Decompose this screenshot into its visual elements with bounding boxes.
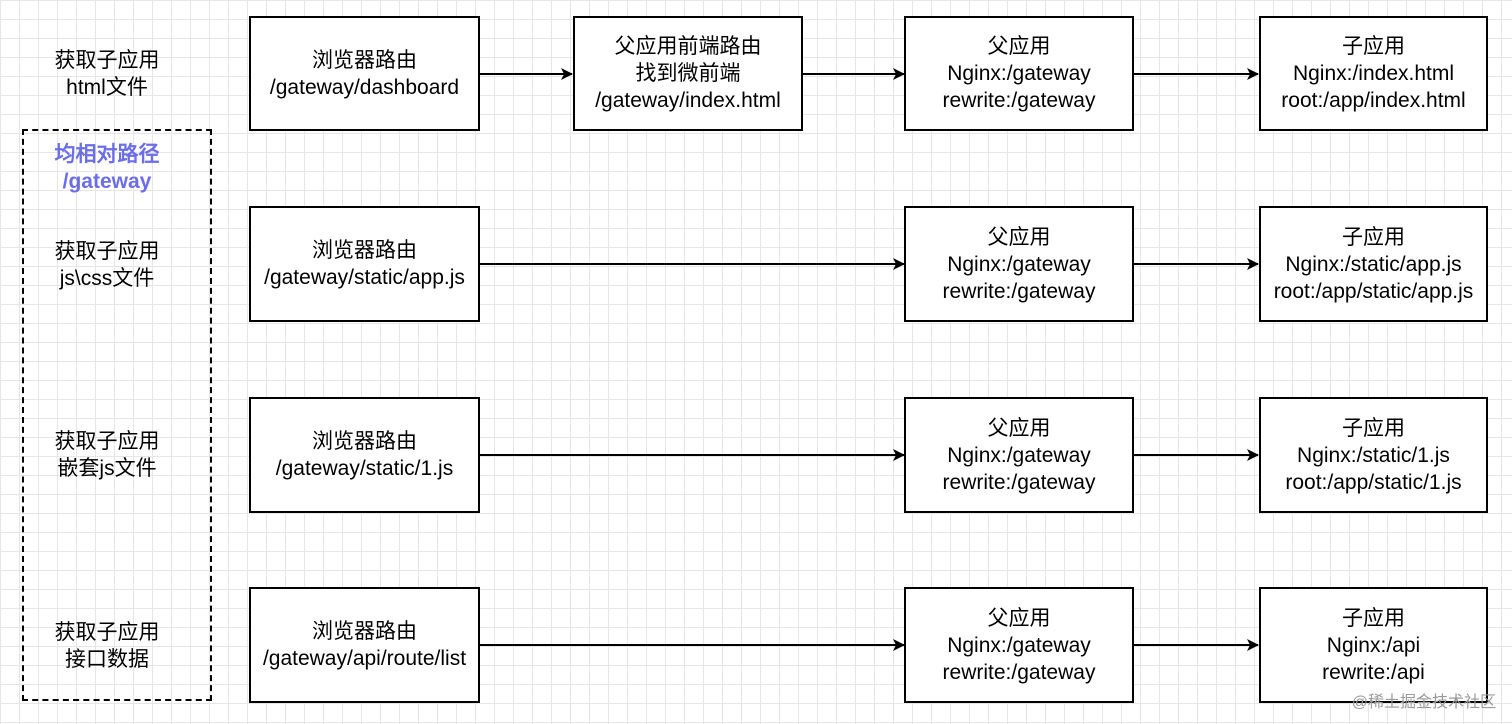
row-label-line: 接口数据 (65, 648, 149, 671)
row-label-line: 获取子应用 (54, 240, 160, 263)
browser-route-box-4: 浏览器路由 /gateway/api/route/list (249, 587, 480, 703)
row-label-nested-js: 获取子应用 嵌套js文件 (2, 428, 212, 482)
box-line: Nginx:/gateway (947, 252, 1091, 276)
parent-nginx-box-4: 父应用 Nginx:/gateway rewrite:/gateway (904, 587, 1134, 703)
box-line: 找到微前端 (635, 62, 741, 85)
box-line: /gateway/index.html (595, 89, 781, 112)
box-line: /gateway/api/route/list (262, 647, 467, 670)
child-nginx-box-3: 子应用 Nginx:/static/1.js root:/app/static/… (1259, 397, 1488, 513)
box-line: 子应用 (1342, 225, 1405, 249)
box-line: 浏览器路由 (312, 48, 417, 72)
box-line: 浏览器路由 (312, 620, 417, 643)
browser-route-box-3: 浏览器路由 /gateway/static/1.js (249, 397, 480, 513)
box-line: Nginx:/gateway (947, 62, 1091, 85)
box-line: 父应用 (987, 416, 1051, 440)
browser-route-box-1: 浏览器路由 /gateway/dashboard (249, 16, 480, 131)
parent-nginx-box-2: 父应用 Nginx:/gateway rewrite:/gateway (904, 206, 1134, 322)
browser-route-box-2: 浏览器路由 /gateway/static/app.js (249, 206, 480, 322)
group-note-line: 均相对路径 (54, 143, 160, 166)
row-label-api: 获取子应用 接口数据 (2, 619, 212, 673)
box-line: /gateway/static/app.js (264, 266, 465, 289)
row-label-line: 获取子应用 (54, 430, 160, 453)
box-line: /gateway/dashboard (269, 75, 460, 99)
box-line: rewrite:/gateway (942, 660, 1096, 684)
parent-nginx-box-1: 父应用 Nginx:/gateway rewrite:/gateway (904, 16, 1134, 131)
box-line: rewrite:/gateway (942, 470, 1096, 494)
box-line: Nginx:/gateway (947, 633, 1091, 657)
box-line: 父应用 (987, 606, 1051, 630)
box-line: 子应用 (1342, 606, 1405, 630)
box-line: 父应用 (987, 35, 1051, 58)
box-line: rewrite:/gateway (942, 89, 1096, 112)
row-label-line: 获取子应用 (54, 621, 160, 644)
row-label-line: 获取子应用 (54, 49, 160, 72)
row-label-jscss: 获取子应用 js\css文件 (2, 238, 212, 292)
box-line: 子应用 (1342, 416, 1405, 440)
row-label-line: js\css文件 (59, 267, 155, 290)
box-line: 浏览器路由 (312, 430, 417, 453)
box-line: Nginx:/static/1.js (1297, 443, 1450, 467)
box-line: root:/app/static/1.js (1285, 470, 1462, 494)
relative-path-group (22, 129, 212, 701)
group-note: 均相对路径 /gateway (2, 141, 212, 195)
box-line: 浏览器路由 (312, 239, 417, 262)
box-line: 子应用 (1342, 35, 1405, 58)
row-label-html: 获取子应用 html文件 (2, 47, 212, 101)
parent-nginx-box-3: 父应用 Nginx:/gateway rewrite:/gateway (904, 397, 1134, 513)
box-line: Nginx:/gateway (947, 443, 1091, 467)
box-line: Nginx:/static/app.js (1285, 252, 1462, 276)
group-note-line: /gateway (62, 170, 152, 193)
box-line: root:/app/index.html (1281, 89, 1466, 112)
child-nginx-box-1: 子应用 Nginx:/index.html root:/app/index.ht… (1259, 16, 1488, 131)
box-line: /gateway/static/1.js (275, 457, 454, 480)
child-nginx-box-4: 子应用 Nginx:/api rewrite:/api (1259, 587, 1488, 703)
row-label-line: 嵌套js文件 (57, 457, 157, 480)
parent-frontend-route-box: 父应用前端路由 找到微前端 /gateway/index.html (573, 16, 803, 131)
child-nginx-box-2: 子应用 Nginx:/static/app.js root:/app/stati… (1259, 206, 1488, 322)
row-label-line: html文件 (66, 76, 148, 99)
box-line: Nginx:/index.html (1292, 62, 1455, 85)
box-line: root:/app/static/app.js (1273, 279, 1474, 303)
watermark: @稀土掘金技术社区 (1351, 694, 1496, 711)
box-line: 父应用 (987, 225, 1051, 249)
box-line: Nginx:/api (1326, 633, 1421, 657)
box-line: rewrite:/api (1322, 660, 1425, 684)
box-line: 父应用前端路由 (614, 35, 762, 58)
box-line: rewrite:/gateway (942, 279, 1096, 303)
